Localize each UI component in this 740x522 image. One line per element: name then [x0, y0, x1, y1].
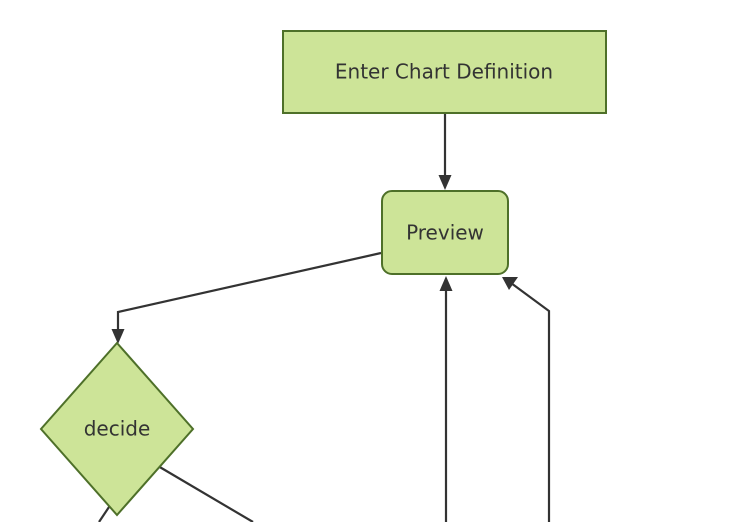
- node-label-preview: Preview: [406, 221, 484, 245]
- node-decide[interactable]: decide: [39, 341, 195, 517]
- node-preview[interactable]: Preview: [381, 190, 509, 275]
- node-label-enter-chart-definition: Enter Chart Definition: [335, 60, 553, 84]
- node-layer: Enter Chart Definition Preview decide: [39, 30, 607, 517]
- edge-bottom-center-to-preview: [439, 276, 453, 522]
- edge-bottom-right-to-preview: [502, 277, 551, 522]
- edge-layer: [98, 114, 551, 522]
- edge-decide-down-right: [157, 465, 254, 522]
- arrowhead-up-left-icon: [502, 277, 518, 290]
- node-enter-chart-definition[interactable]: Enter Chart Definition: [282, 30, 607, 114]
- arrowhead-up-icon: [439, 276, 453, 291]
- edge-line: [510, 282, 551, 522]
- edge-line: [116, 251, 382, 334]
- edge-line: [157, 465, 254, 522]
- arrowhead-down-icon: [438, 175, 452, 190]
- arrowhead-down-icon: [111, 329, 125, 344]
- node-rect[interactable]: [282, 30, 607, 114]
- node-rounded-rect[interactable]: [381, 190, 509, 275]
- edge-enter-to-preview: [438, 114, 452, 190]
- node-label-decide: decide: [84, 417, 151, 441]
- node-diamond[interactable]: [39, 341, 195, 517]
- edge-preview-to-decide: [111, 251, 382, 344]
